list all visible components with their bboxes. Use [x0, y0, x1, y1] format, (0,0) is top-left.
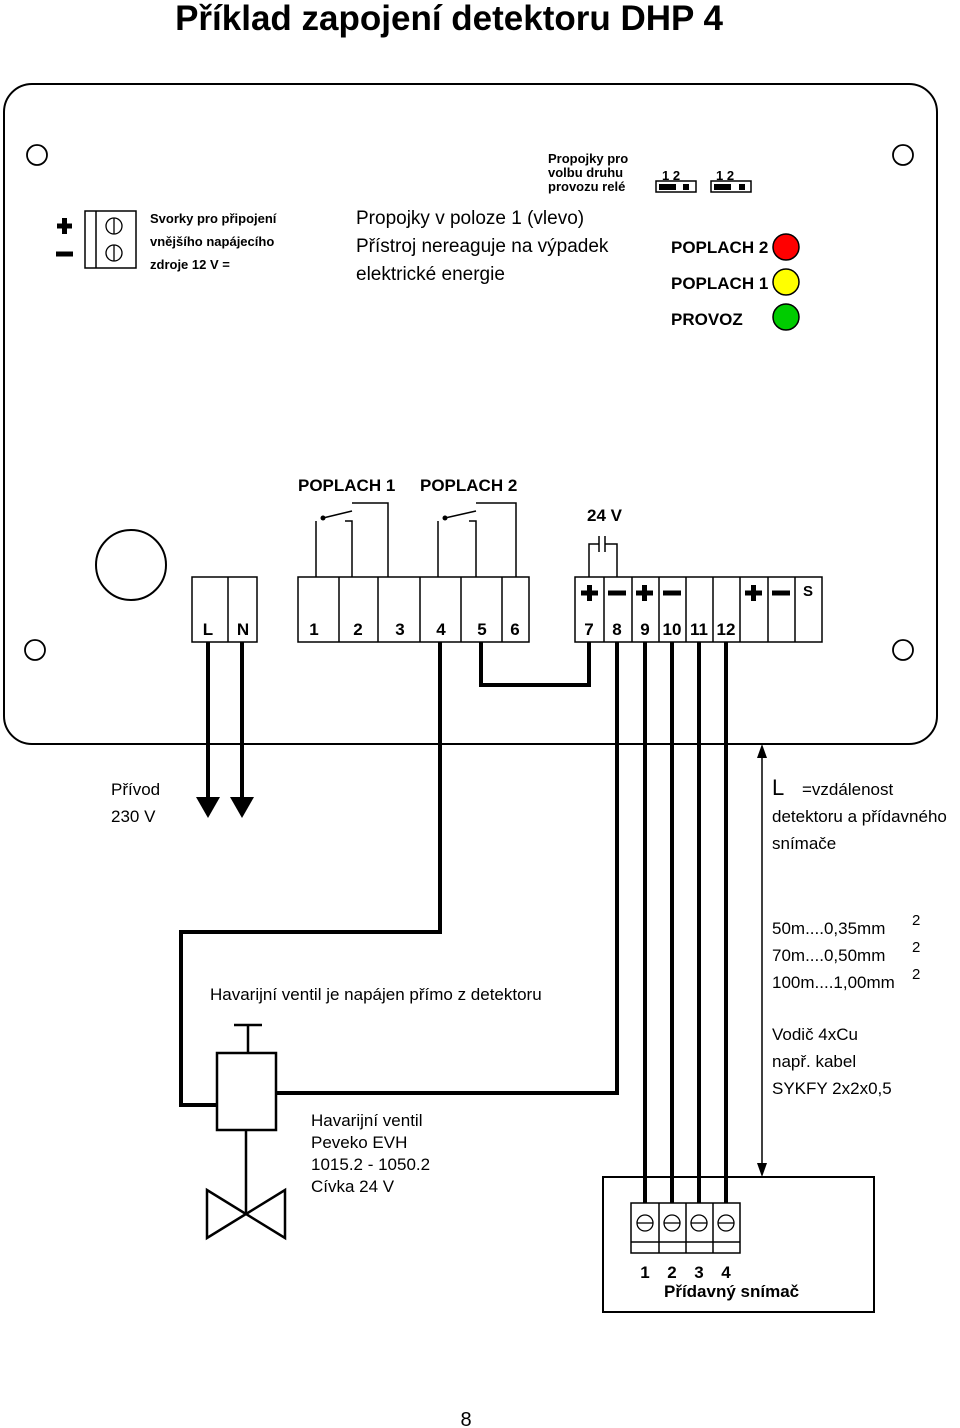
cable-type: Vodič 4xCu např. kabel SYKFY 2x2x0,5	[772, 1025, 892, 1098]
terminal-9: 9	[640, 620, 649, 639]
relay-label-poplach-1: POPLACH 1	[298, 476, 395, 495]
plus-icon	[636, 585, 653, 601]
aux-term-2: 2	[667, 1263, 676, 1282]
terminal-3: 3	[395, 620, 404, 639]
distance-symbol: L	[772, 775, 784, 800]
valve-note: Havarijní ventil je napájen přímo z dete…	[210, 985, 542, 1004]
cable-row-3: 100m....1,00mm	[772, 973, 895, 992]
capacitor-symbol	[588, 536, 618, 577]
arrow-up-icon	[757, 744, 767, 758]
aux-sensor-box	[602, 1176, 875, 1313]
aux-sensor-label: Přídavný snímač	[664, 1282, 799, 1301]
mounting-hole-top-left	[26, 144, 48, 166]
aux-term-1: 1	[640, 1263, 649, 1282]
page-title: Příklad zapojení detektoru DHP 4	[175, 0, 723, 38]
arrow-down-icon	[757, 1163, 767, 1177]
sensor-wires	[643, 642, 728, 1203]
terminal-8: 8	[612, 620, 621, 639]
terminal-n: N	[237, 620, 249, 639]
valve-label: Havarijní ventil Peveko EVH 1015.2 - 105…	[311, 1111, 435, 1196]
valve-wiring	[179, 642, 619, 1107]
terminal-l: L	[203, 620, 213, 639]
mounting-hole-bottom-right	[892, 639, 914, 661]
jumper-note: Propojky v poloze 1 (vlevo) Přístroj ner…	[356, 208, 614, 285]
jumper-pins-1-label: 1 2	[662, 168, 680, 183]
terminal-5: 5	[477, 620, 486, 639]
distance-label: =vzdálenost detektoru a přídavného sníma…	[772, 780, 952, 853]
led-label-provoz: PROVOZ	[671, 310, 743, 329]
aux-sensor-terminal	[630, 1202, 741, 1254]
mains-wires	[206, 642, 244, 798]
relay-contact-2	[437, 502, 517, 577]
jumper-pins-2-label: 1 2	[716, 168, 734, 183]
detector-housing	[3, 83, 938, 745]
led-poplach-2	[772, 233, 800, 261]
power-terminal	[56, 210, 137, 269]
jumper-1	[655, 180, 697, 193]
jumper-2	[710, 180, 752, 193]
cable-row-2-exp: 2	[912, 939, 920, 956]
terminal-10: 10	[663, 620, 682, 639]
relay-contact-1	[315, 502, 389, 577]
supply-label: Přívod 230 V	[111, 780, 165, 826]
cable-row-1: 50m....0,35mm	[772, 919, 885, 938]
cable-row-2: 70m....0,50mm	[772, 946, 885, 965]
plus-icon	[581, 585, 598, 601]
mounting-hole-top-right	[892, 144, 914, 166]
page-number: 8	[460, 1409, 471, 1428]
led-label-poplach-1: POPLACH 1	[671, 274, 768, 293]
dc-output-label: 24 V	[587, 506, 623, 525]
plus-icon	[745, 585, 762, 601]
cable-row-1-exp: 2	[912, 912, 920, 929]
terminal-block	[191, 576, 823, 643]
cable-row-3-exp: 2	[912, 966, 920, 983]
terminal-4: 4	[436, 620, 446, 639]
arrow-down-icon	[230, 797, 254, 818]
mounting-hole-bottom-left	[24, 639, 46, 661]
terminal-7: 7	[584, 620, 593, 639]
cable-gland	[95, 529, 167, 601]
led-provoz	[772, 303, 800, 331]
terminal-s-label: S	[803, 583, 813, 600]
terminal-11: 11	[690, 620, 708, 639]
plus-icon	[57, 218, 72, 234]
aux-term-4: 4	[721, 1263, 731, 1282]
terminal-1: 1	[309, 620, 318, 639]
terminal-6: 6	[510, 620, 519, 639]
arrow-down-icon	[196, 797, 220, 818]
valve-symbol	[205, 1023, 287, 1241]
terminal-12: 12	[717, 620, 736, 639]
led-label-poplach-2: POPLACH 2	[671, 238, 768, 257]
terminal-2: 2	[353, 620, 362, 639]
relay-label-poplach-2: POPLACH 2	[420, 476, 517, 495]
led-poplach-1	[772, 268, 800, 296]
jumpers-label: Propojky pro volbu druhu provozu relé	[548, 151, 632, 194]
power-terminal-label: Svorky pro připojení vnějšího napájecího…	[150, 211, 280, 272]
aux-term-3: 3	[694, 1263, 703, 1282]
